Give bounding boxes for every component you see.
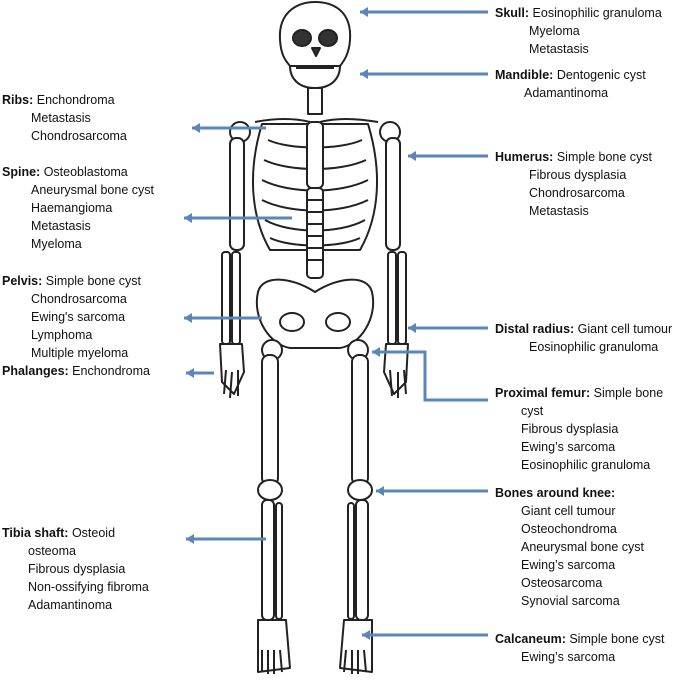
label-item: Chondrosarcoma [529,186,625,200]
label-item: Metastasis [31,111,91,125]
left-humerus [229,137,245,251]
label-item: Osteosarcoma [521,576,603,590]
label-title: Tibia shaft: [2,526,69,540]
arrow-skull-head [360,7,368,17]
label-item: Simple bone [593,386,664,400]
arrow-femur [372,350,488,402]
label-title: Bones around knee: [495,486,616,500]
label-item: Enchondroma [36,93,115,107]
label-item: Adamantinoma [28,598,113,612]
label-item: Ewing’s sarcoma [521,650,616,664]
arrow-spine-head [184,213,192,223]
label-item: Eosinophilic granuloma [532,6,662,20]
label-item: Lymphoma [31,328,93,342]
label-item: Fibrous dysplasia [28,562,126,576]
mandible [289,65,341,89]
label-proximal-femur: Proximal femur: Simple bone cyst Fibrous… [495,384,663,474]
arrow-knee-head [376,486,384,496]
arrow-humerus-head [408,151,416,161]
label-item: Giant cell tumour [577,322,673,336]
label-item: Non-ossifying fibroma [28,580,149,594]
label-item: Simple bone cyst [569,632,665,646]
label-item: Aneurysmal bone cyst [31,183,154,197]
label-mandible: Mandible: Dentogenic cyst Adamantinoma [495,66,646,102]
label-item: Aneurysmal bone cyst [521,540,644,554]
label-item: Haemangioma [31,201,113,215]
label-title: Ribs: [2,93,34,107]
label-title: Calcaneum: [495,632,566,646]
label-pelvis: Pelvis: Simple bone cyst Chondrosarcoma … [2,272,141,362]
label-item: Ewing's sarcoma [31,310,126,324]
arrow-femur-head [372,347,380,357]
label-item: Chondrosarcoma [31,129,127,143]
skull [278,1,352,67]
pelvis [255,278,375,349]
label-item: Osteoid [71,526,116,540]
label-item: Metastasis [529,42,589,56]
right-tibia [355,499,369,621]
label-title: Humerus: [495,150,554,164]
label-item: osteoma [28,544,76,558]
right-humerus [385,137,401,251]
label-item: Fibrous dysplasia [529,168,627,182]
label-skull: Skull: Eosinophilic granuloma Myeloma Me… [495,4,662,58]
label-item: Synovial sarcoma [521,594,620,608]
label-title: Proximal femur: [495,386,591,400]
label-item: Metastasis [529,204,589,218]
arrow-tibia-head [186,534,194,544]
label-item: Eosinophilic granuloma [521,458,651,472]
arrow-pelvis-head [184,313,192,323]
label-item: Ewing’s sarcoma [521,440,616,454]
label-item: Adamantinoma [524,86,609,100]
label-item: Simple bone cyst [45,274,141,288]
arrow-radius-head [408,323,416,333]
label-item: Giant cell tumour [521,504,616,518]
label-item: Chondrosarcoma [31,292,127,306]
label-item: Osteochondroma [521,522,617,536]
label-item: Dentogenic cyst [556,68,646,82]
arrow-mandible-head [360,69,368,79]
label-bones-around-knee: Bones around knee: Giant cell tumour Ost… [495,484,644,610]
label-item: Osteoblastoma [43,165,128,179]
label-item: Multiple myeloma [31,346,129,360]
arrow-ribs-head [192,123,200,133]
label-distal-radius: Distal radius: Giant cell tumour Eosinop… [495,320,672,356]
label-item: Myeloma [529,24,580,38]
label-ribs: Ribs: Enchondroma Metastasis Chondrosarc… [2,91,127,145]
label-item: Simple bone cyst [556,150,653,164]
left-tibia [261,499,275,621]
label-item: Fibrous dysplasia [521,422,619,436]
label-item: Myeloma [31,237,82,251]
label-item: Ewing’s sarcoma [521,558,616,572]
arrow-calcaneum-head [362,630,370,640]
label-spine: Spine: Osteoblastoma Aneurysmal bone cys… [2,163,154,253]
label-humerus: Humerus: Simple bone cyst Fibrous dyspla… [495,148,652,220]
label-title: Distal radius: [495,322,575,336]
right-femur [351,354,369,486]
label-phalanges: Phalanges: Enchondroma [2,362,150,380]
label-title: Skull: [495,6,530,20]
arrow-phalanges-head [186,368,194,378]
left-femur [261,354,279,486]
label-tibia-shaft: Tibia shaft: Osteoid osteoma Fibrous dys… [2,524,149,614]
label-title: Mandible: [495,68,554,82]
label-title: Phalanges: [2,364,69,378]
label-title: Pelvis: [2,274,43,288]
label-title: Spine: [2,165,41,179]
label-item: Eosinophilic granuloma [529,340,659,354]
label-calcaneum: Calcaneum: Simple bone cyst Ewing’s sarc… [495,630,665,666]
label-item: Enchondroma [72,364,150,378]
label-item: cyst [521,404,544,418]
label-item: Metastasis [31,219,91,233]
